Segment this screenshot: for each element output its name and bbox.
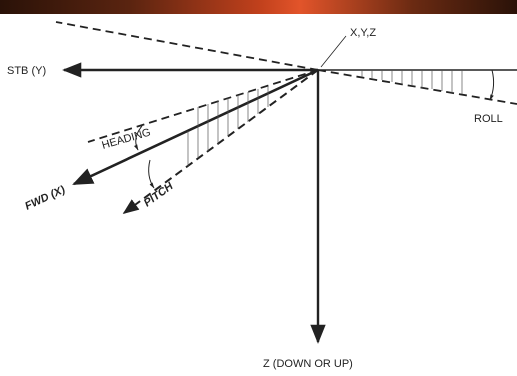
fwd-axis-line: [72, 68, 319, 186]
upper-dashed-line: [55, 21, 319, 71]
z-axis-label: Z (DOWN OR UP): [263, 358, 353, 370]
heading-angle-arc: [133, 125, 143, 151]
pitch-label: PITCH: [142, 180, 177, 210]
pitch-angle-arc: [148, 159, 155, 189]
roll-angle-arc: [489, 69, 495, 101]
origin-label: X,Y,Z: [350, 27, 376, 39]
heading-hatch: [197, 86, 269, 126]
roll-label: ROLL: [474, 113, 503, 125]
pitch-hatch: [187, 93, 269, 166]
roll-dashed-line: [317, 69, 517, 105]
heading-dashed-line: [87, 69, 319, 143]
roll-hatch: [361, 70, 463, 94]
stb-axis-label: STB (Y): [7, 65, 46, 77]
fwd-axis-label: FWD (X): [23, 184, 67, 213]
origin-leader: [320, 35, 347, 68]
top-banner-strip: [0, 0, 517, 14]
pitch-dashed-line: [122, 69, 319, 214]
